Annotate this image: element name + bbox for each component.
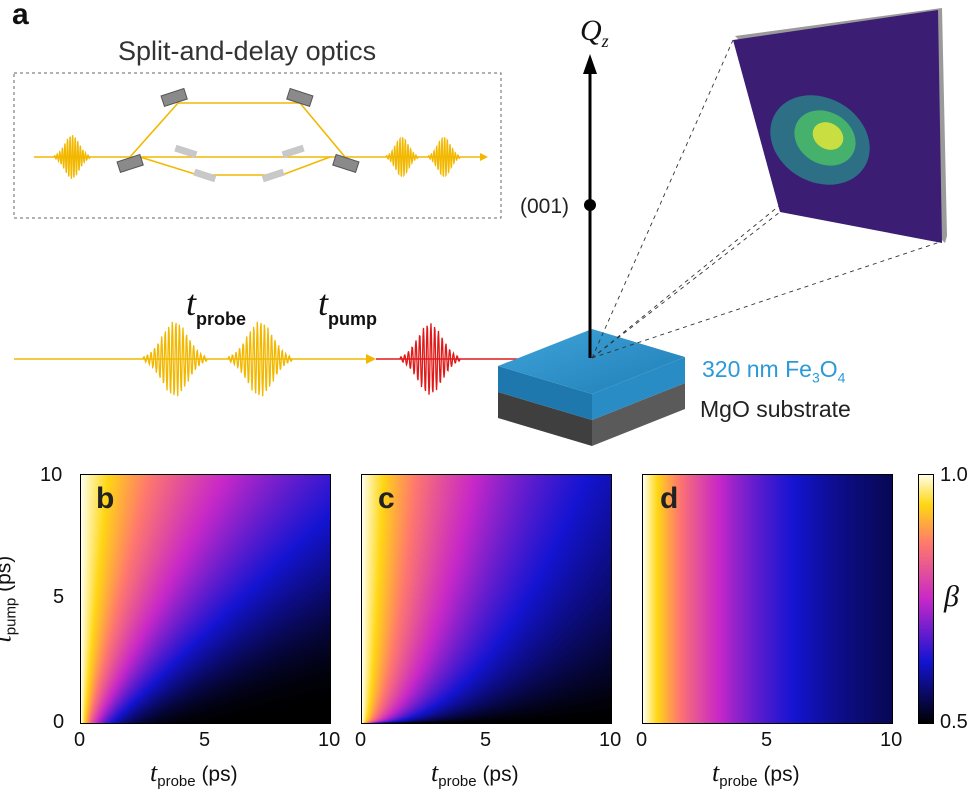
split-mirrors bbox=[174, 144, 305, 183]
diffraction-core bbox=[812, 122, 844, 150]
heatmap-b bbox=[81, 475, 330, 723]
optics-pulse-input bbox=[53, 135, 91, 179]
x-tick-d-10: 10 bbox=[880, 729, 903, 751]
probe-pulse-2 bbox=[227, 321, 293, 397]
x-tick-c-0: 0 bbox=[355, 729, 367, 751]
panel-label-c: c bbox=[378, 482, 395, 515]
probe-pulse-1 bbox=[142, 321, 208, 397]
heatmap-c-frame bbox=[361, 474, 612, 724]
peak-001-marker bbox=[584, 199, 596, 211]
x-axis-label-c: tprobe (ps) bbox=[431, 758, 519, 791]
substrate-front bbox=[498, 392, 592, 446]
optics-box bbox=[13, 72, 502, 219]
colorbar-label: β bbox=[944, 580, 959, 613]
x-tick-c-10: 10 bbox=[599, 729, 622, 751]
film-label: 320 nm Fe3O4 bbox=[702, 356, 846, 386]
y-tick-bottom: 0 bbox=[53, 711, 65, 733]
film-top bbox=[498, 329, 685, 394]
y-tick-top: 10 bbox=[40, 464, 63, 486]
xray-arrowhead bbox=[366, 354, 376, 364]
colorbar-frame bbox=[918, 474, 934, 724]
optics-pulse-out-1 bbox=[385, 136, 419, 178]
optics-pulse-out-2 bbox=[427, 136, 461, 178]
y-tick-mid: 5 bbox=[53, 586, 65, 608]
heatmap-c bbox=[362, 475, 611, 723]
main-pulses bbox=[142, 321, 461, 397]
x-tick-c-5: 5 bbox=[480, 729, 492, 751]
substrate-side bbox=[592, 383, 685, 446]
film-front bbox=[498, 366, 592, 420]
panel-label-d: d bbox=[660, 482, 679, 515]
x-tick-b-5: 5 bbox=[199, 729, 211, 751]
t-probe-label: tprobe bbox=[186, 283, 247, 329]
optics-arrowhead bbox=[480, 153, 488, 161]
colorbar-min: 0.5 bbox=[940, 711, 968, 733]
t-pump-label: tpump bbox=[318, 283, 378, 329]
mirrors bbox=[116, 87, 360, 174]
heatmap-d-frame bbox=[642, 474, 893, 724]
optics-pulses bbox=[53, 135, 461, 179]
optics-title: Split-and-delay optics bbox=[118, 36, 377, 66]
x-tick-d-0: 0 bbox=[636, 729, 648, 751]
panel-label-b: b bbox=[96, 482, 115, 515]
x-tick-d-5: 5 bbox=[761, 729, 773, 751]
substrate-label: MgO substrate bbox=[700, 396, 851, 422]
qz-label: Qz bbox=[580, 14, 609, 51]
heatmap-b-frame bbox=[80, 474, 331, 724]
pump-pulse bbox=[399, 323, 461, 395]
peak-001-label: (001) bbox=[520, 195, 570, 218]
x-tick-b-10: 10 bbox=[318, 729, 341, 751]
heatmap-d bbox=[643, 475, 892, 723]
x-tick-b-0: 0 bbox=[74, 729, 86, 751]
panel-label-a: a bbox=[12, 0, 29, 31]
x-axis-label-b: tprobe (ps) bbox=[150, 758, 238, 791]
colorbar-max: 1.0 bbox=[940, 464, 968, 486]
colorbar bbox=[919, 474, 933, 724]
qz-arrowhead bbox=[583, 54, 597, 74]
film-side bbox=[592, 357, 685, 420]
diffraction-lines bbox=[591, 39, 941, 359]
optics-beam-paths bbox=[34, 102, 480, 176]
x-axis-label-d: tprobe (ps) bbox=[712, 758, 800, 791]
y-axis-label: tpump (ps) bbox=[0, 555, 20, 643]
